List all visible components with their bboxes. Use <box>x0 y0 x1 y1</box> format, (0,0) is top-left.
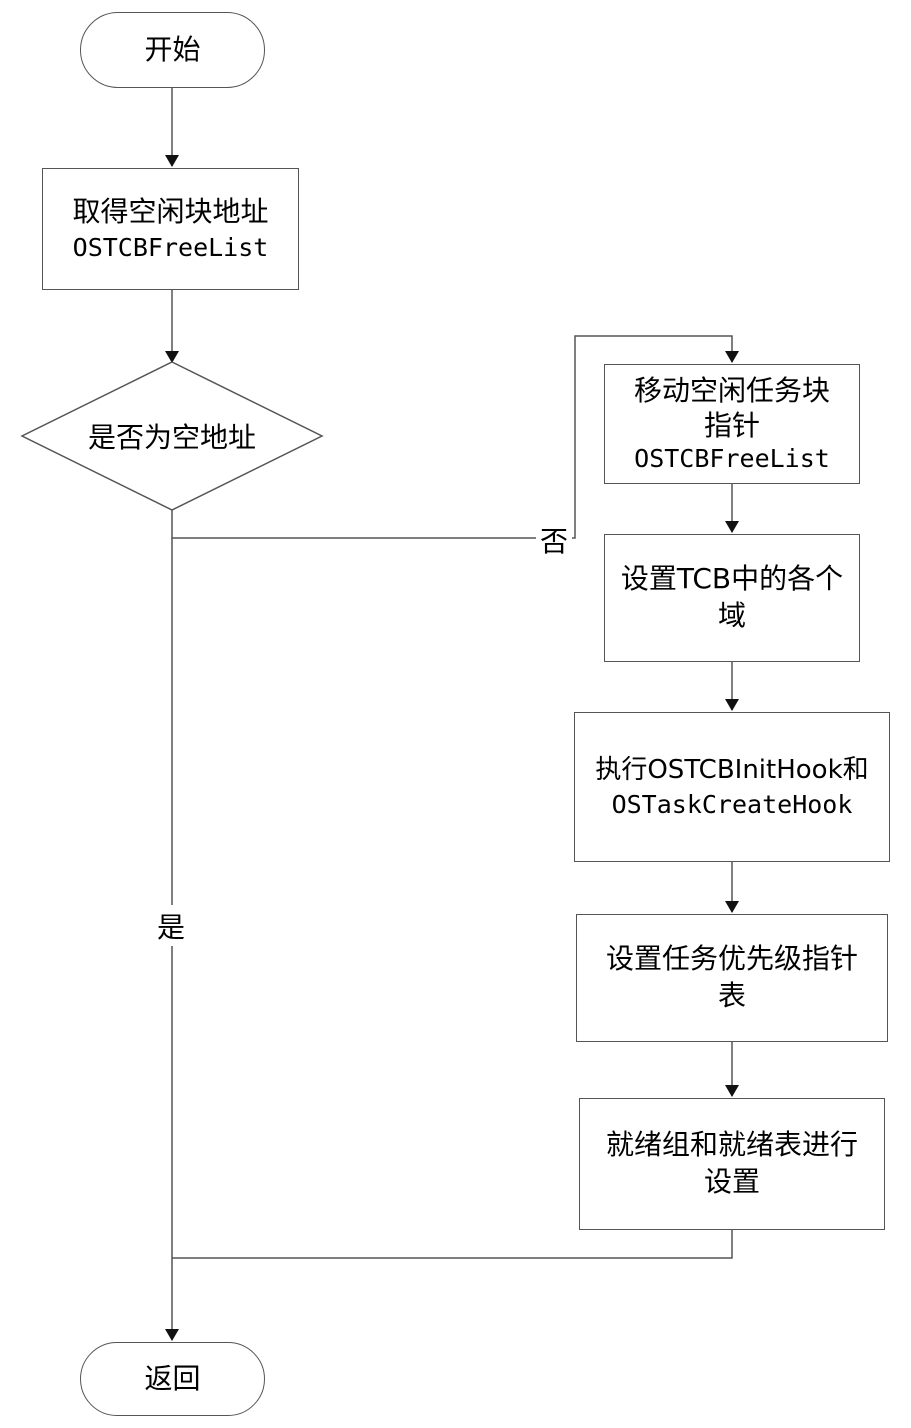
edge-decision-no-branch <box>171 335 739 539</box>
set-ready-line1: 就绪组和就绪表进行 <box>605 1128 858 1162</box>
set-ready-line2: 设置 <box>703 1165 760 1198</box>
exec-hook-line2: OSTaskCreateHook <box>611 789 853 819</box>
start-label: 开始 <box>144 32 201 66</box>
get-free-line2: OSTCBFreeList <box>72 232 269 262</box>
get-free-line1: 取得空闲块地址 <box>72 195 269 229</box>
set-tcb-line1: 设置TCB中的各个 <box>620 562 844 596</box>
set-ready-box: 就绪组和就绪表进行 设置 <box>579 1098 885 1230</box>
exec-hook-box: 执行OSTCBInitHook和 OSTaskCreateHook <box>574 712 890 862</box>
start-terminal: 开始 <box>80 12 265 88</box>
decision-diamond <box>20 361 324 511</box>
set-priority-box: 设置任务优先级指针 表 <box>576 914 888 1042</box>
get-free-block-box: 取得空闲块地址 OSTCBFreeList <box>42 168 299 290</box>
set-tcb-box: 设置TCB中的各个 域 <box>604 534 860 662</box>
return-label: 返回 <box>144 1361 201 1395</box>
edge-ready-to-merge <box>172 1230 733 1259</box>
set-tcb-line2: 域 <box>717 599 746 632</box>
exec-hook-line1: 执行OSTCBInitHook和 <box>595 755 869 786</box>
move-ptr-line3: OSTCBFreeList <box>634 444 830 474</box>
set-prio-line1: 设置任务优先级指针 <box>605 942 858 976</box>
edge-label-yes: 是 <box>153 906 190 946</box>
move-pointer-box: 移动空闲任务块 指针 OSTCBFreeList <box>604 364 860 484</box>
decision-label: 是否为空地址 <box>87 421 256 454</box>
edge-label-no: 否 <box>536 520 573 560</box>
move-ptr-line2: 指针 <box>703 409 760 443</box>
return-terminal: 返回 <box>80 1342 265 1416</box>
set-prio-line2: 表 <box>717 979 746 1012</box>
move-ptr-line1: 移动空闲任务块 <box>633 374 830 408</box>
